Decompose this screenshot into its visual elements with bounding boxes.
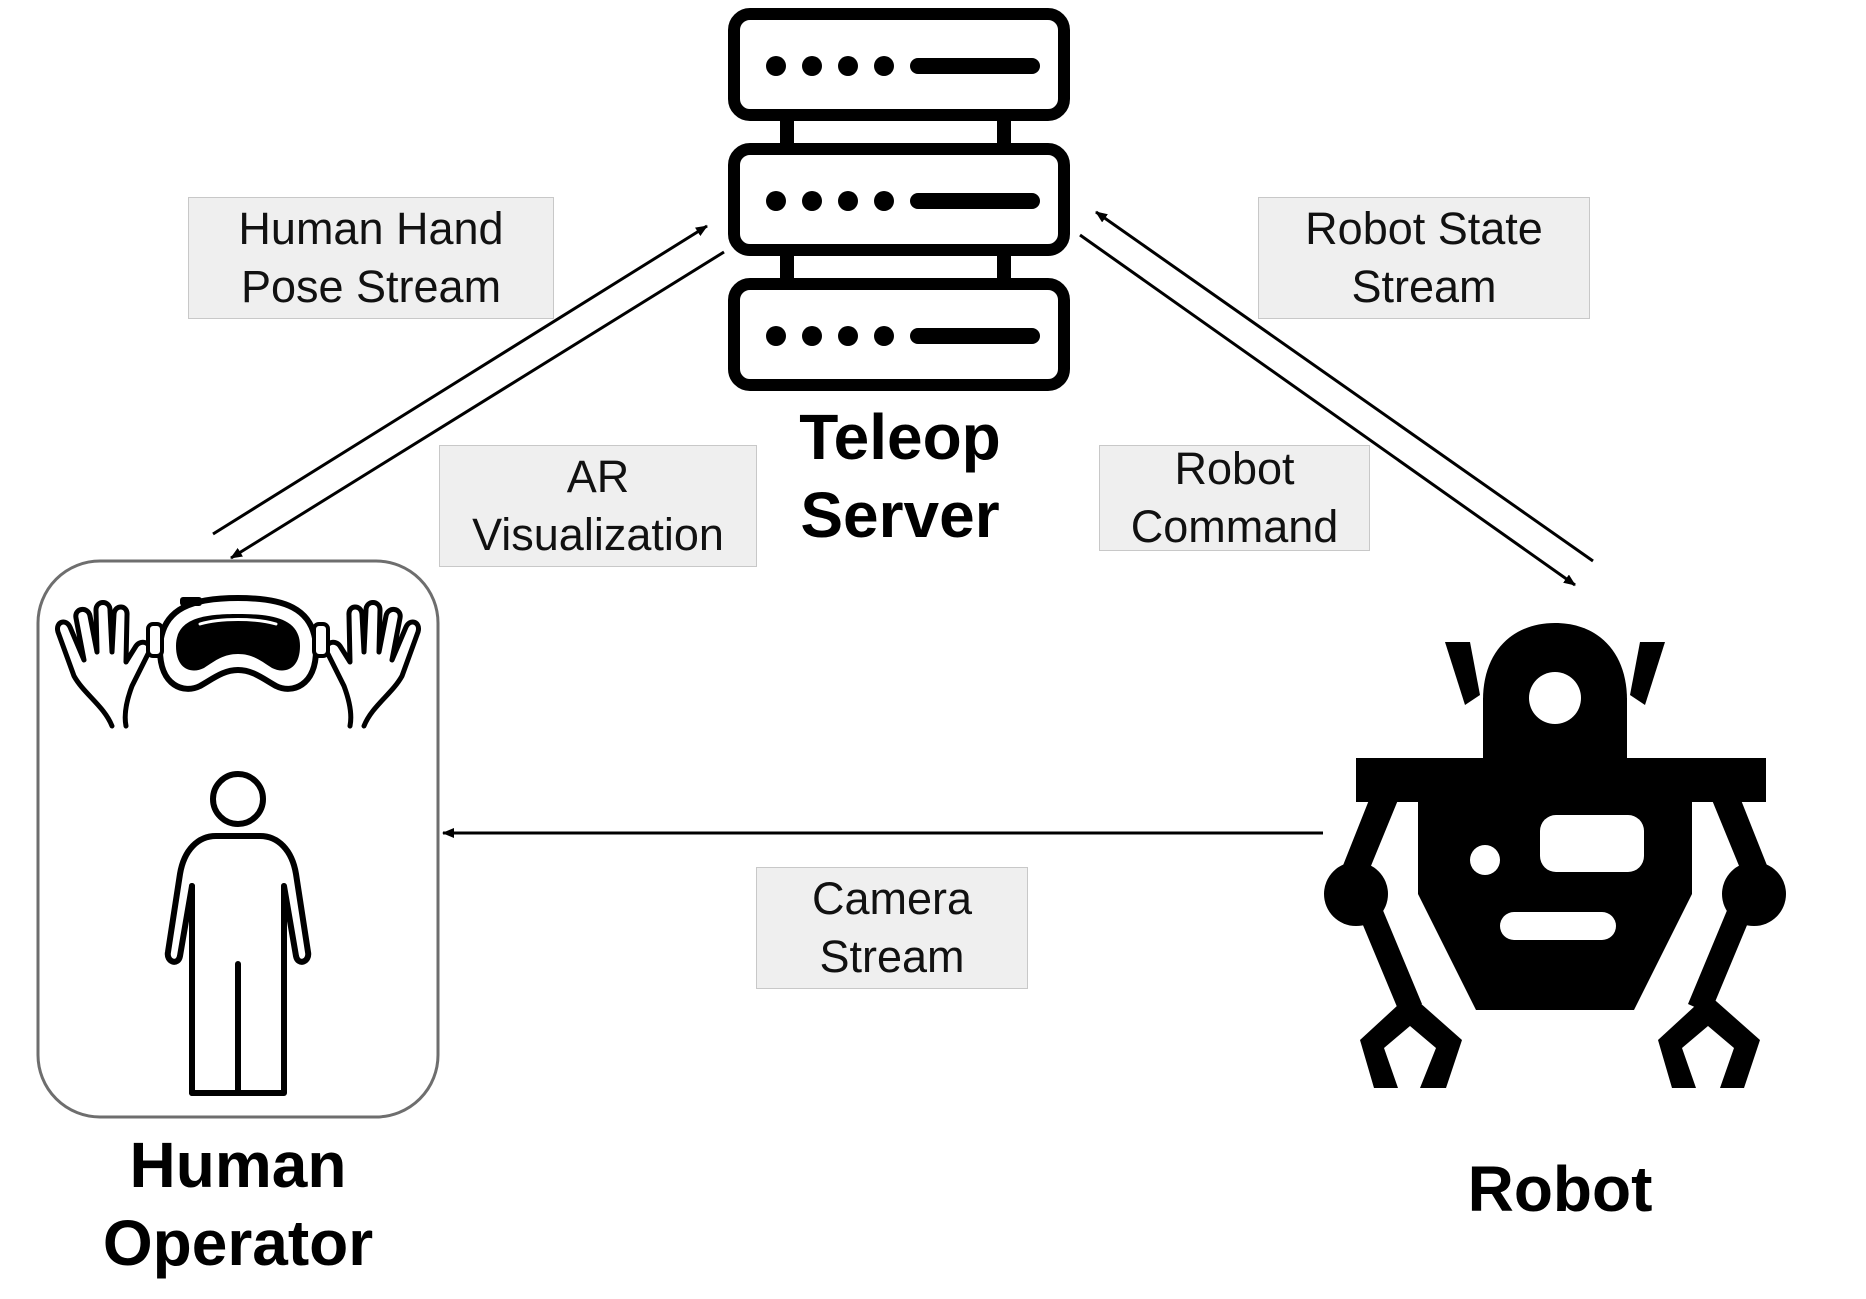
teleop-server-title: Teleop Server — [700, 398, 1100, 554]
ar-visualization-arrow — [230, 250, 725, 560]
robot-state-stream-label: Robot State Stream — [1258, 197, 1590, 319]
hand-pose-arrow — [212, 224, 708, 536]
label-line: Robot — [1174, 443, 1295, 494]
label-line: Robot State — [1305, 203, 1543, 254]
operator-frame — [36, 559, 440, 1119]
server-rack-icon — [728, 8, 1070, 391]
robot-title: Robot — [1360, 1150, 1760, 1228]
label-line: Stream — [1351, 261, 1497, 312]
label-line: Pose Stream — [240, 261, 502, 312]
title-line: Human — [129, 1129, 347, 1201]
title-line: Robot — [1467, 1153, 1653, 1225]
robot-icon — [1324, 623, 1786, 1088]
human-operator-title: Human Operator — [38, 1126, 438, 1282]
ar-visualization-label: AR Visualization — [439, 445, 757, 567]
robot-state-arrow — [1095, 210, 1594, 563]
label-line: Human Hand — [238, 203, 504, 254]
title-line: Teleop — [799, 401, 1001, 473]
label-line: Command — [1130, 501, 1339, 552]
person-icon — [164, 771, 312, 1096]
robot-command-label: Robot Command — [1099, 443, 1370, 552]
hand-icon — [324, 600, 421, 729]
label-line: Camera — [811, 873, 973, 924]
camera-stream-label: Camera Stream — [756, 867, 1028, 989]
title-line: Operator — [102, 1207, 374, 1279]
hand-pose-stream-label: Human Hand Pose Stream — [188, 197, 554, 319]
label-line: AR — [566, 451, 630, 502]
label-line: Visualization — [472, 509, 724, 560]
label-line: Stream — [819, 931, 965, 982]
hand-icon — [55, 600, 152, 729]
robot-command-arrow — [1079, 233, 1576, 587]
title-line: Server — [800, 479, 1000, 551]
vr-headset-icon — [146, 594, 330, 692]
